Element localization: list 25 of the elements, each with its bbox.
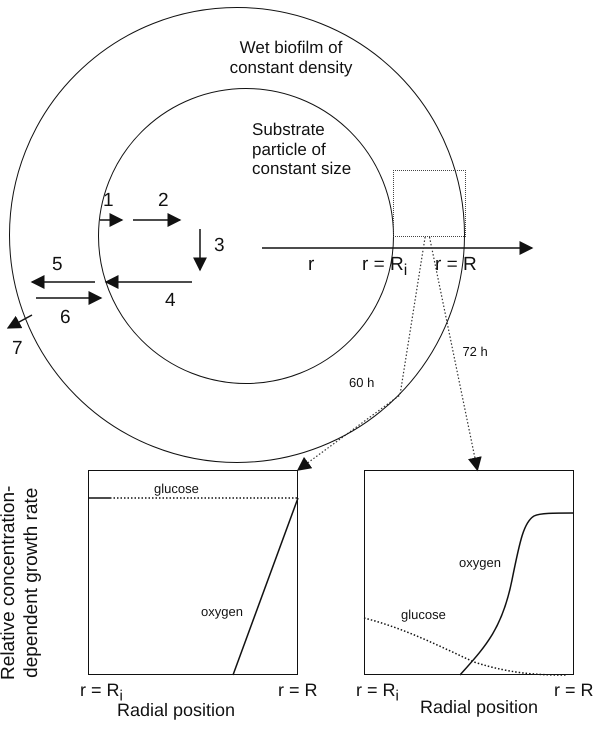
heading: Substrate particle of constant size bbox=[252, 120, 352, 179]
curve-label: glucose bbox=[154, 482, 199, 497]
callout-number: 2 bbox=[158, 190, 169, 212]
axis-label: r bbox=[308, 254, 314, 276]
callout-number: 3 bbox=[214, 235, 225, 257]
callout-number: 1 bbox=[103, 190, 114, 212]
axis-label: r = R$_{i}$ bbox=[362, 254, 408, 280]
axis-label: r = R bbox=[435, 254, 477, 276]
edge-label: 72 h bbox=[461, 344, 489, 358]
callout-number: 4 bbox=[165, 290, 176, 312]
axis-tick-label: r = R$_{i}$ bbox=[356, 680, 399, 705]
edge-label: 60 h bbox=[348, 375, 376, 390]
axis-tick-label: r = R bbox=[278, 680, 318, 701]
heading: Wet biofilm of constant density bbox=[228, 38, 354, 78]
axis-title: Relative concentration-dependent growth rate bbox=[0, 484, 43, 682]
connector-arrow bbox=[296, 236, 426, 471]
callout-number: 5 bbox=[52, 254, 63, 276]
connector-arrow bbox=[428, 236, 482, 472]
plot-frame bbox=[88, 470, 298, 675]
plot-frame bbox=[364, 470, 574, 675]
axis-tick-label: r = R bbox=[554, 680, 594, 701]
callout-number: 7 bbox=[12, 338, 23, 360]
curve-label: glucose bbox=[401, 608, 446, 623]
callout-number: 6 bbox=[60, 307, 71, 329]
axis-title: Radial position bbox=[420, 697, 538, 718]
